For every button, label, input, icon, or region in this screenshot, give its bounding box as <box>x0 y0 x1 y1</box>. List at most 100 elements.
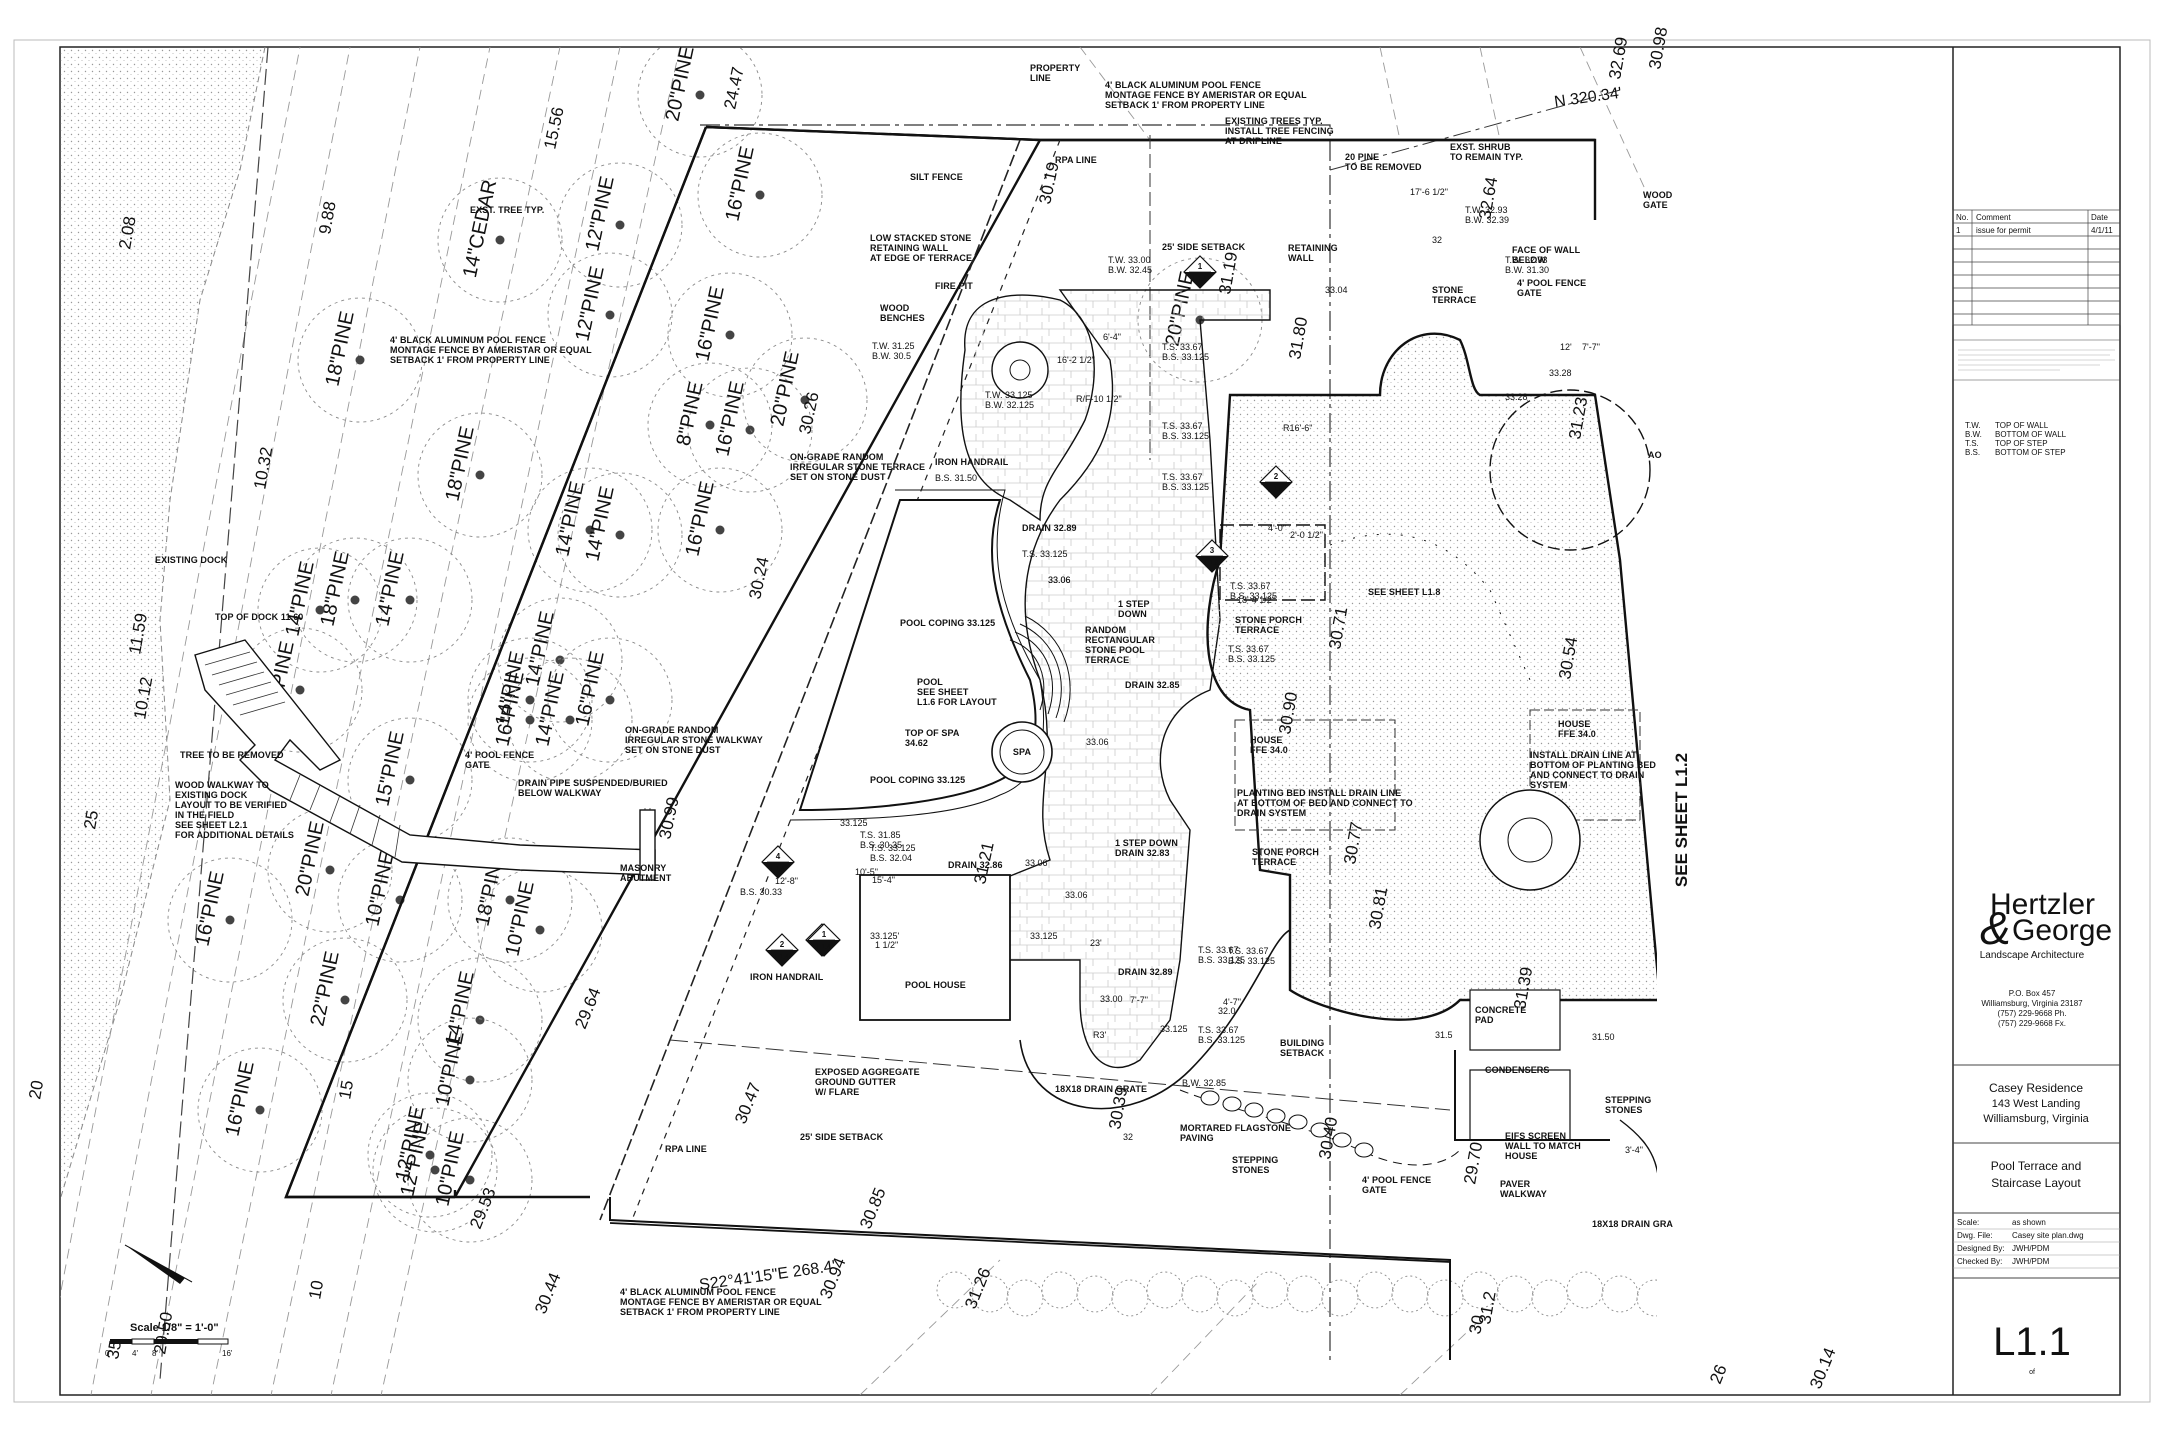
contour-label: 32.69 <box>1605 35 1631 80</box>
callout-sheet: L1.8 <box>1205 560 1219 567</box>
tree-canopy <box>372 1107 498 1233</box>
detail-callout: 3L1.8 <box>1195 539 1229 573</box>
hedge-shrub <box>1426 1279 1464 1317</box>
scale-bar: Scale 1/8" = 1'-0" 0' 4' 8' 16' <box>105 1322 233 1358</box>
label-drain-3289b: DRAIN 32.89 <box>1118 967 1173 977</box>
hedge-shrub <box>1636 1279 1657 1317</box>
elevation-label: 1 1/2" <box>875 940 898 950</box>
tree-canopy <box>697 132 823 258</box>
contour-label: 30.47 <box>731 1080 765 1127</box>
tree-canopy <box>407 1117 533 1243</box>
tree-canopy <box>657 467 783 593</box>
sheet-title-1: Pool Terrace and <box>1991 1159 2082 1173</box>
stepping-stone <box>1244 1102 1264 1118</box>
scale-tick-4: 4' <box>132 1349 138 1358</box>
elevation-label: 33.125' <box>870 931 900 941</box>
contour-label: 9.88 <box>315 200 339 236</box>
tree-canopy <box>527 467 653 593</box>
tree-label: 20"PINE <box>291 819 328 898</box>
contour-label: 24.47 <box>720 65 747 111</box>
hedge-shrub <box>1111 1279 1149 1317</box>
house-room-porch <box>1219 524 1326 601</box>
legend-abbr: T.S. <box>1965 439 1979 448</box>
label-pool-house: POOL HOUSE <box>905 980 966 990</box>
tree-canopy <box>667 272 793 398</box>
house-outline <box>1206 332 1657 1021</box>
detail-callout: 1L1.4 <box>807 923 841 957</box>
hedge-shrub <box>1286 1275 1324 1313</box>
north-arrow <box>124 1244 193 1284</box>
tree-trunk <box>705 420 715 430</box>
firm-amp: & <box>1980 902 2011 954</box>
elevation-label: 33.125 <box>1160 1024 1188 1034</box>
tree-trunk <box>695 90 705 100</box>
firm-logo: & Hertzler George Landscape Architecture <box>1980 888 2112 961</box>
contour-label: 30.24 <box>745 555 772 601</box>
tree-canopy <box>197 1047 323 1173</box>
callout-sheet: L1.4 <box>771 866 785 873</box>
elevation-label: R/F-10 1/2" <box>1076 394 1122 404</box>
tree-canopy <box>257 547 383 673</box>
tree-canopy <box>282 937 408 1063</box>
elevation-label: 17'-6 1/2" <box>1410 187 1448 197</box>
tree-trunk <box>715 525 725 535</box>
hedge-shrub <box>1146 1271 1184 1309</box>
pool-terrace <box>999 289 1271 1069</box>
sheet-title-2: Staircase Layout <box>1991 1176 2081 1190</box>
setback-bottom-line <box>669 1039 1451 1111</box>
tree-label: 10"PINE <box>501 879 538 958</box>
tree-trunk <box>800 395 810 405</box>
hedge-shrub <box>971 1275 1009 1313</box>
tree-canopy <box>297 297 423 423</box>
contour-label: 25 <box>80 809 102 831</box>
tree-canopy <box>637 47 763 158</box>
hedge-shrub <box>1566 1271 1604 1309</box>
hedge-shrub <box>1531 1279 1569 1317</box>
hedge-shrub <box>1742 1280 1778 1316</box>
pool-house <box>859 874 1011 1021</box>
contour-label: 10 <box>305 1279 327 1301</box>
tree-label: 20"PINE <box>661 44 698 123</box>
label-ao: AO <box>1648 450 1662 460</box>
tree-trunk <box>525 695 535 705</box>
tree-trunk <box>355 355 365 365</box>
contour-label: 31.26 <box>961 1265 995 1312</box>
shoreline-hatch <box>60 47 265 1200</box>
tree-label: 14"PINE <box>281 559 318 638</box>
firm-address-4: (757) 229-9668 Fx. <box>1998 1019 2066 1028</box>
tree-trunk <box>405 595 415 605</box>
bearing-top: N 320.34' <box>1553 85 1623 111</box>
stepping-stone <box>1266 1108 1286 1124</box>
tree-canopy <box>347 717 473 843</box>
callout-sheet: L1.4 <box>1193 276 1207 283</box>
contour-label: 30.44 <box>531 1270 565 1317</box>
elevation-label: 4'-0" <box>1268 523 1286 533</box>
info-value: JWH/PDM <box>2012 1244 2050 1253</box>
firm-address-3: (757) 229-9668 Ph. <box>1998 1009 2067 1018</box>
sheet-of: of <box>2029 1369 2035 1376</box>
hedge-shrub <box>1391 1275 1429 1313</box>
contour-line <box>330 47 621 1395</box>
tree-trunk <box>225 915 235 925</box>
